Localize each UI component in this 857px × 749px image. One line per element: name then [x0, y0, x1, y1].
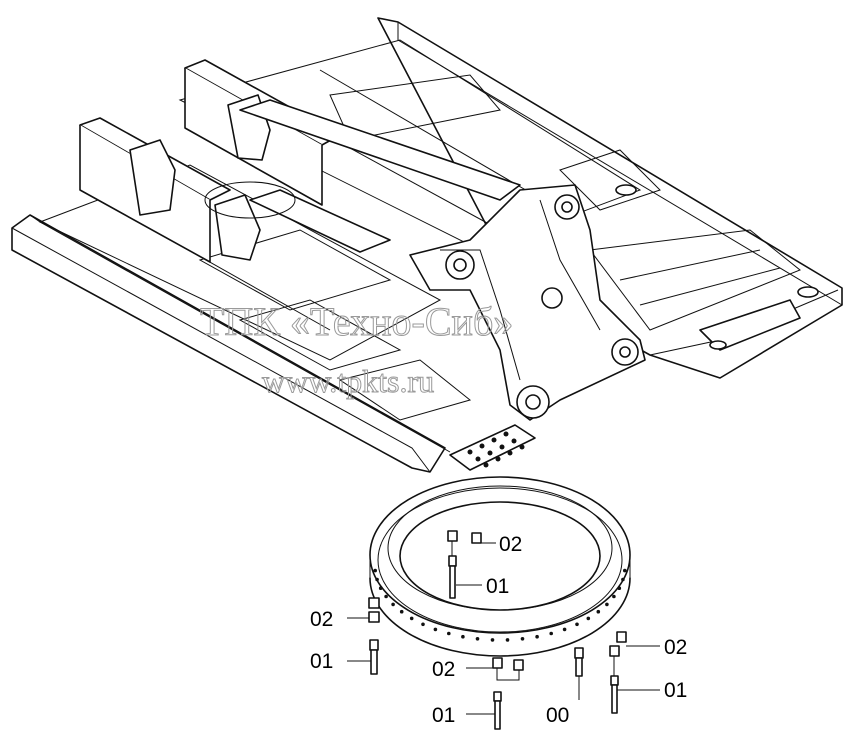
ring-bolt-hole — [562, 627, 567, 632]
callout-01-bottom: 01 — [432, 704, 455, 727]
ring-bolt-hole — [621, 577, 625, 582]
watermark-company: ТПК «Техно-Сиб» — [200, 299, 513, 344]
deck-plate-rear — [178, 39, 642, 251]
step-plate — [449, 424, 536, 471]
ring-bolt-hole — [433, 627, 438, 632]
callout-00: 00 — [546, 704, 569, 727]
ring-bolt-hole — [421, 622, 425, 627]
ring-bolt-hole — [409, 616, 414, 621]
ring-bolt-hole — [378, 586, 383, 590]
ring-bolt-hole — [605, 602, 609, 607]
ring-bolt-hole — [391, 602, 395, 607]
callout-labels: 02 01 02 01 02 01 00 02 01 — [310, 533, 687, 727]
ring-bolt-hole — [612, 594, 616, 599]
ring-bolt-hole — [623, 568, 627, 573]
ring-bolt-hole — [617, 586, 622, 590]
ring-bolt-hole — [549, 631, 553, 636]
ring-bolt-holes — [373, 568, 627, 642]
leader-lines — [347, 542, 660, 715]
ring-bolt-hole — [535, 634, 539, 639]
ring-bolt-hole — [520, 637, 525, 641]
callout-02-right: 02 — [664, 636, 687, 659]
ring-bolt-hole — [447, 631, 451, 636]
ring-bolt-hole — [373, 568, 378, 573]
ring-bolt-hole — [399, 609, 404, 614]
ring-bolt-hole — [575, 622, 579, 627]
boom-arm-lower — [249, 189, 391, 253]
swing-bearing-ring — [369, 476, 631, 657]
ring-bolt-hole — [586, 616, 591, 621]
ring-bolt-hole — [596, 609, 601, 614]
center-boom-bracket — [409, 184, 646, 421]
callout-01-left: 01 — [310, 650, 333, 673]
callout-02-center: 02 — [499, 533, 522, 556]
ring-bolt-hole — [384, 594, 388, 599]
upper-frame — [11, 17, 843, 473]
ring-bolt-hole — [490, 638, 495, 642]
ring-bolt-hole — [375, 577, 379, 582]
ring-bolt-hole — [475, 637, 480, 641]
step-plate-holes — [467, 431, 525, 468]
ring-bolt-hole — [505, 638, 510, 642]
boom-arm-upper — [239, 99, 521, 201]
bolt-01-center — [449, 565, 456, 599]
callout-01-right: 01 — [664, 679, 687, 702]
ring-bolt-hole — [461, 634, 465, 639]
watermark: ТПК «Техно-Сиб» www.tpkts.ru — [200, 299, 514, 400]
callout-01-center: 01 — [486, 575, 509, 598]
callout-02-bottom: 02 — [432, 658, 455, 681]
watermark-url: www.tpkts.ru — [262, 363, 434, 399]
bolt-01-center-head — [448, 555, 457, 567]
fasteners — [368, 530, 627, 730]
callout-02-left: 02 — [310, 608, 333, 631]
